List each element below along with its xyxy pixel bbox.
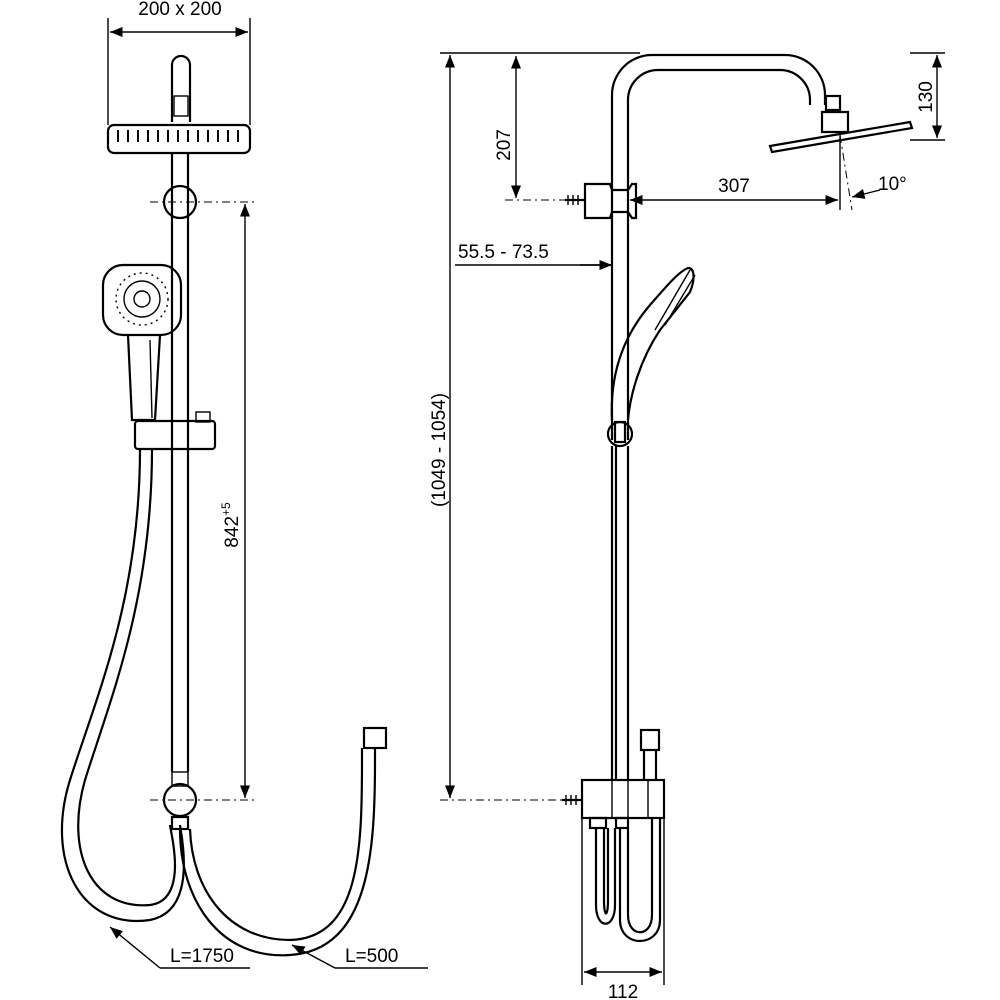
head-drop-dimension: 130 [910,52,945,141]
hose-short-label: L=500 [345,946,398,967]
head-drop-label: 130 [916,81,937,113]
shower-arm-front [170,54,192,122]
hand-shower-side [610,266,696,421]
hose-length-leaders: L=1750 L=500 [109,926,428,969]
upper-bracket-side [565,182,638,220]
arm-reach-label: 307 [718,176,750,197]
hose-long-label: L=1750 [170,946,234,967]
hose-connector-side [639,728,661,780]
lower-outlet-block-side [562,778,666,820]
head-size-label: 200 x 200 [138,0,221,20]
arm-reach-dimension: 307 [630,176,838,206]
hose-short-inner [188,748,364,942]
slider-holder-front [133,411,217,451]
rail-length-label: 842+5 [219,502,243,548]
hose-long-outer [61,448,186,923]
overhead-shower-head-side [768,94,914,211]
hose-long-inner [77,448,176,907]
total-height-label: (1049 - 1054) [429,393,450,507]
overhead-shower-head-front [106,123,252,155]
tilt-angle-dimension: 10° [851,174,907,199]
wall-offset-label: 55.5 - 73.5 [458,242,549,263]
side-view: (1049 - 1054) 207 130 [429,52,945,1000]
height-207-dimension: 207 [494,55,580,201]
base-width-label: 112 [608,982,638,1000]
total-height-dimension: (1049 - 1054) [429,52,640,801]
base-width-dimension: 112 [581,818,665,1000]
rail-length-dimension: 842+5 [219,204,251,798]
hand-shower-front [101,263,183,422]
head-nozzles [117,130,239,142]
front-view: 200 x 200 [61,0,428,969]
hose-short-outer [178,748,377,957]
vertical-rail-side [610,446,630,780]
head-width-dimension: 200 x 200 [107,0,251,125]
hoses-side [588,816,662,943]
height-207-label: 207 [494,129,515,161]
wall-offset-dimension: 55.5 - 73.5 [455,242,612,271]
tilt-angle-label: 10° [878,174,907,195]
shower-arm-side [610,53,827,440]
hose-connector-top [362,726,388,750]
vertical-rail-front [170,153,190,772]
arm-joint-front [173,95,189,117]
